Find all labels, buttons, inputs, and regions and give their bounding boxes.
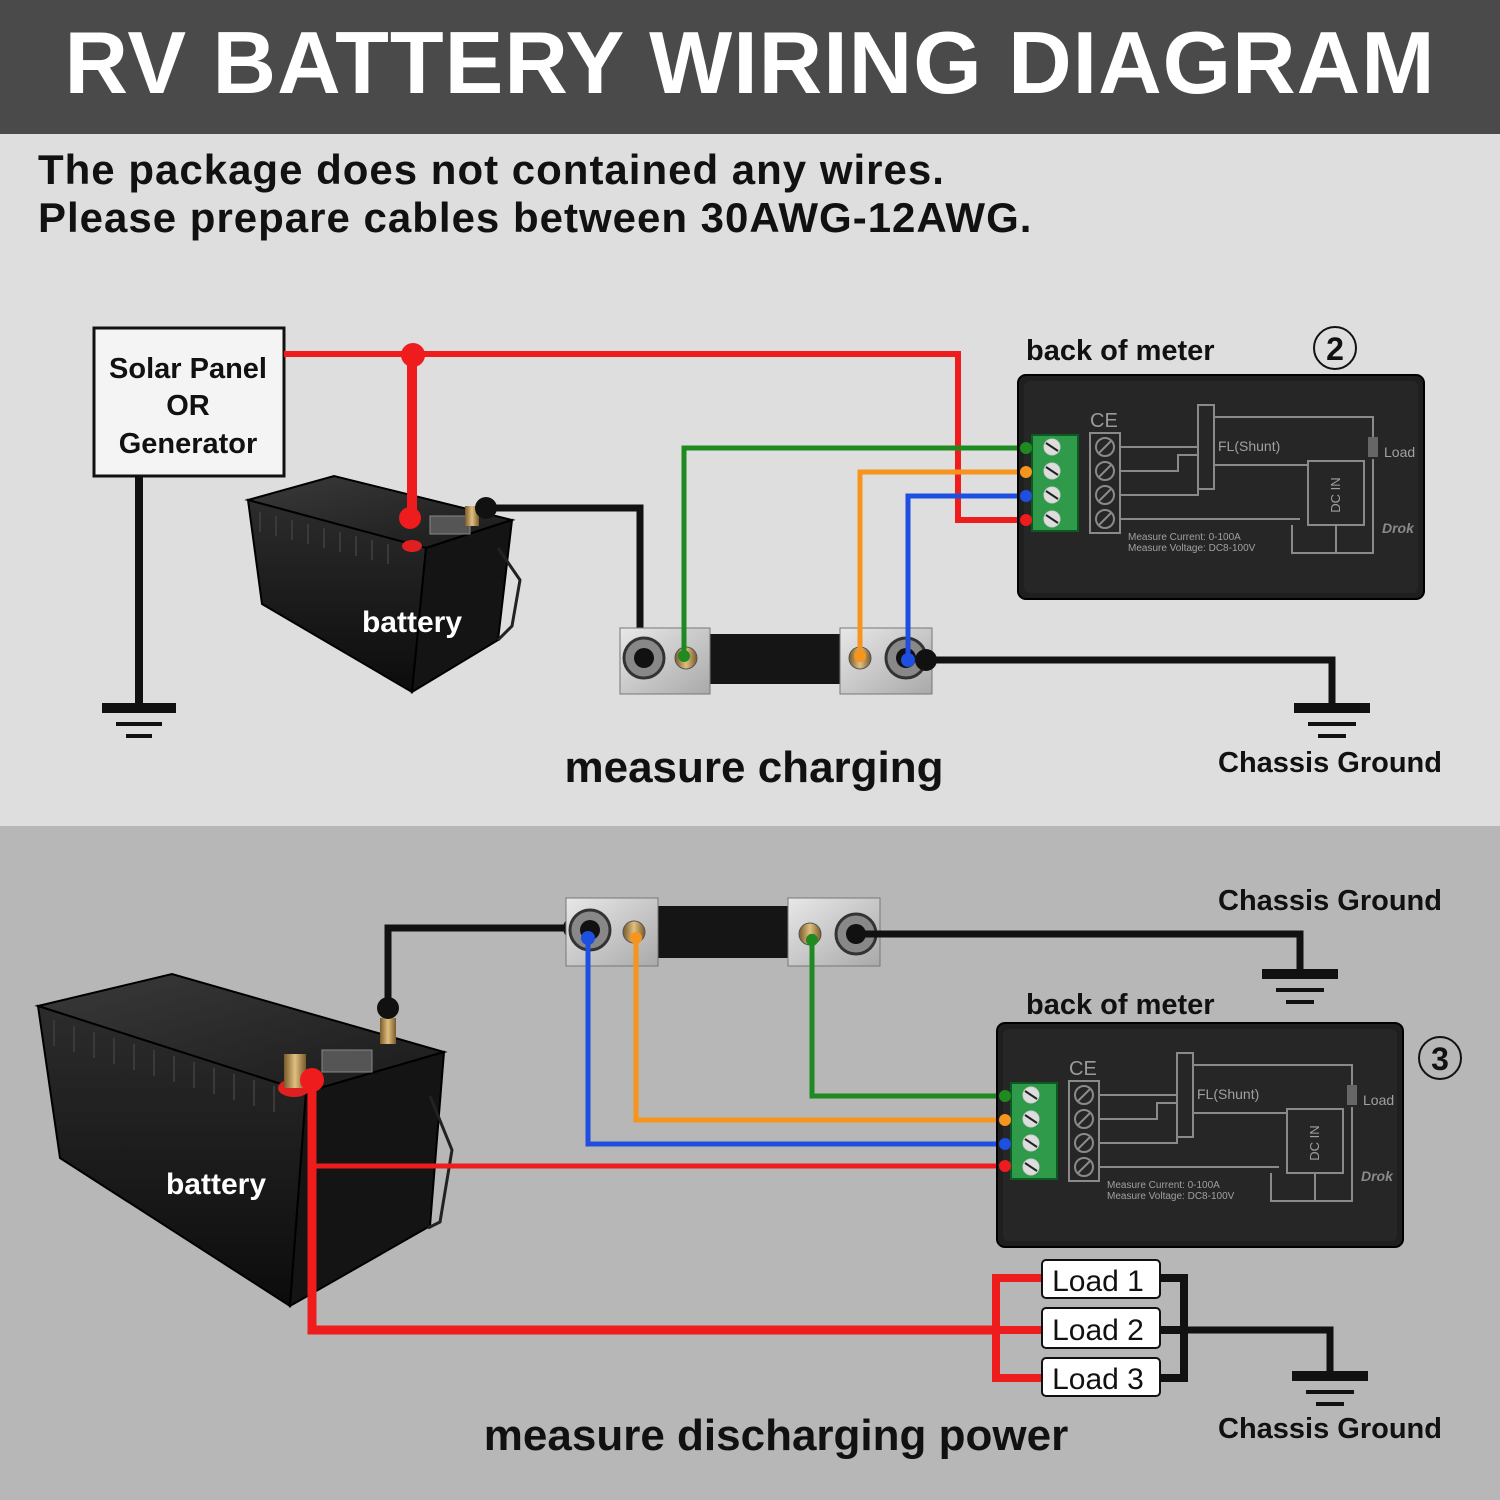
meter-back-bottom: CE FL(Shunt) Load DC IN Measure Current:…	[996, 1022, 1404, 1248]
source-label-line-2: OR	[166, 390, 210, 422]
note-line-2: Please prepare cables between 30AWG-12AW…	[38, 194, 1033, 241]
meter-shunt-label: FL(Shunt)	[1218, 438, 1280, 454]
battery-positive-terminal-top	[399, 507, 421, 529]
battery-label-bottom: battery	[166, 1168, 266, 1201]
chassis-ground-label-bottom: Chassis Ground	[1218, 1413, 1442, 1445]
orange-sense-wire-bottom	[633, 934, 1004, 1123]
step-number-bottom: 3	[1431, 1041, 1449, 1077]
meter-shunt-label: FL(Shunt)	[1197, 1086, 1259, 1102]
shunt-ground-wire-top	[926, 656, 1336, 706]
meter-dcin-label: DC IN	[1307, 1125, 1322, 1160]
battery-positive-wire-bottom	[307, 1082, 996, 1335]
meter-spec-current: Measure Current: 0-100A	[1107, 1180, 1220, 1191]
drok-logo: Drok	[1361, 1168, 1394, 1184]
ce-mark: CE	[1090, 410, 1118, 432]
meter-spec-voltage: Measure Voltage: DC8-100V	[1107, 1191, 1235, 1202]
load-ground-wire	[1184, 1326, 1334, 1374]
top-positive-wires	[284, 351, 1024, 523]
back-of-meter-label-bottom: back of meter	[1026, 989, 1215, 1021]
battery-label-top: battery	[362, 606, 462, 639]
chassis-ground-label-bottom-top: Chassis Ground	[1218, 885, 1442, 917]
note-line-1: The package does not contained any wires…	[38, 146, 945, 193]
source-label-line-1: Solar Panel	[109, 353, 267, 385]
blue-sense-wire-top	[905, 493, 1024, 660]
load-1-box	[1041, 1259, 1161, 1299]
back-of-meter-label-top: back of meter	[1026, 335, 1215, 367]
load-3-box	[1041, 1357, 1161, 1397]
ground-symbol-icon	[1262, 969, 1338, 1004]
battery-bottom: battery	[34, 972, 454, 1308]
step-number-badge	[1313, 326, 1357, 370]
green-sense-wire-bottom	[809, 934, 1004, 1099]
caption-measure-charging: measure charging	[564, 743, 943, 792]
battery-negative-wire-bottom	[384, 924, 576, 1008]
battery-negative-terminal-top	[475, 497, 497, 519]
ground-symbol-icon	[1294, 703, 1370, 738]
drok-logo: Drok	[1382, 520, 1415, 536]
battery-negative-wire-top	[486, 504, 644, 656]
blue-sense-wire-bottom	[585, 934, 1004, 1147]
ground-symbol-icon	[102, 703, 176, 738]
ce-mark: CE	[1069, 1058, 1097, 1080]
meter-spec-voltage: Measure Voltage: DC8-100V	[1128, 543, 1256, 554]
caption-measure-discharging: measure discharging power	[484, 1411, 1068, 1460]
shunt-bottom	[565, 897, 881, 967]
orange-sense-wire-top	[857, 469, 1024, 656]
green-sense-wire-top	[681, 445, 1024, 656]
chassis-ground-label-top: Chassis Ground	[1218, 747, 1442, 779]
shunt-top	[619, 627, 933, 695]
page-title: RV BATTERY WIRING DIAGRAM	[64, 13, 1436, 112]
load-1-label: Load 1	[1052, 1265, 1144, 1298]
meter-load-label: Load	[1363, 1092, 1394, 1108]
source-label-line-3: Generator	[119, 428, 258, 460]
step-number-top: 2	[1326, 331, 1344, 367]
title-bar	[0, 0, 1500, 134]
meter-spec-current: Measure Current: 0-100A	[1128, 532, 1241, 543]
load-3-label: Load 3	[1052, 1363, 1144, 1396]
step-number-badge	[1418, 1036, 1462, 1080]
shunt-ground-wire-bottom	[856, 930, 1304, 972]
meter-back-top: CE FL(Shunt) Load DC IN Measure Current:…	[1017, 374, 1425, 600]
load-2-label: Load 2	[1052, 1314, 1144, 1347]
load-2-box	[1041, 1307, 1161, 1349]
junction-dot	[401, 343, 425, 367]
meter-load-label: Load	[1384, 444, 1415, 460]
meter-dcin-label: DC IN	[1328, 477, 1343, 512]
battery-top: battery	[244, 474, 522, 694]
solar-generator-box	[92, 326, 286, 478]
ground-symbol-icon	[1292, 1371, 1368, 1406]
